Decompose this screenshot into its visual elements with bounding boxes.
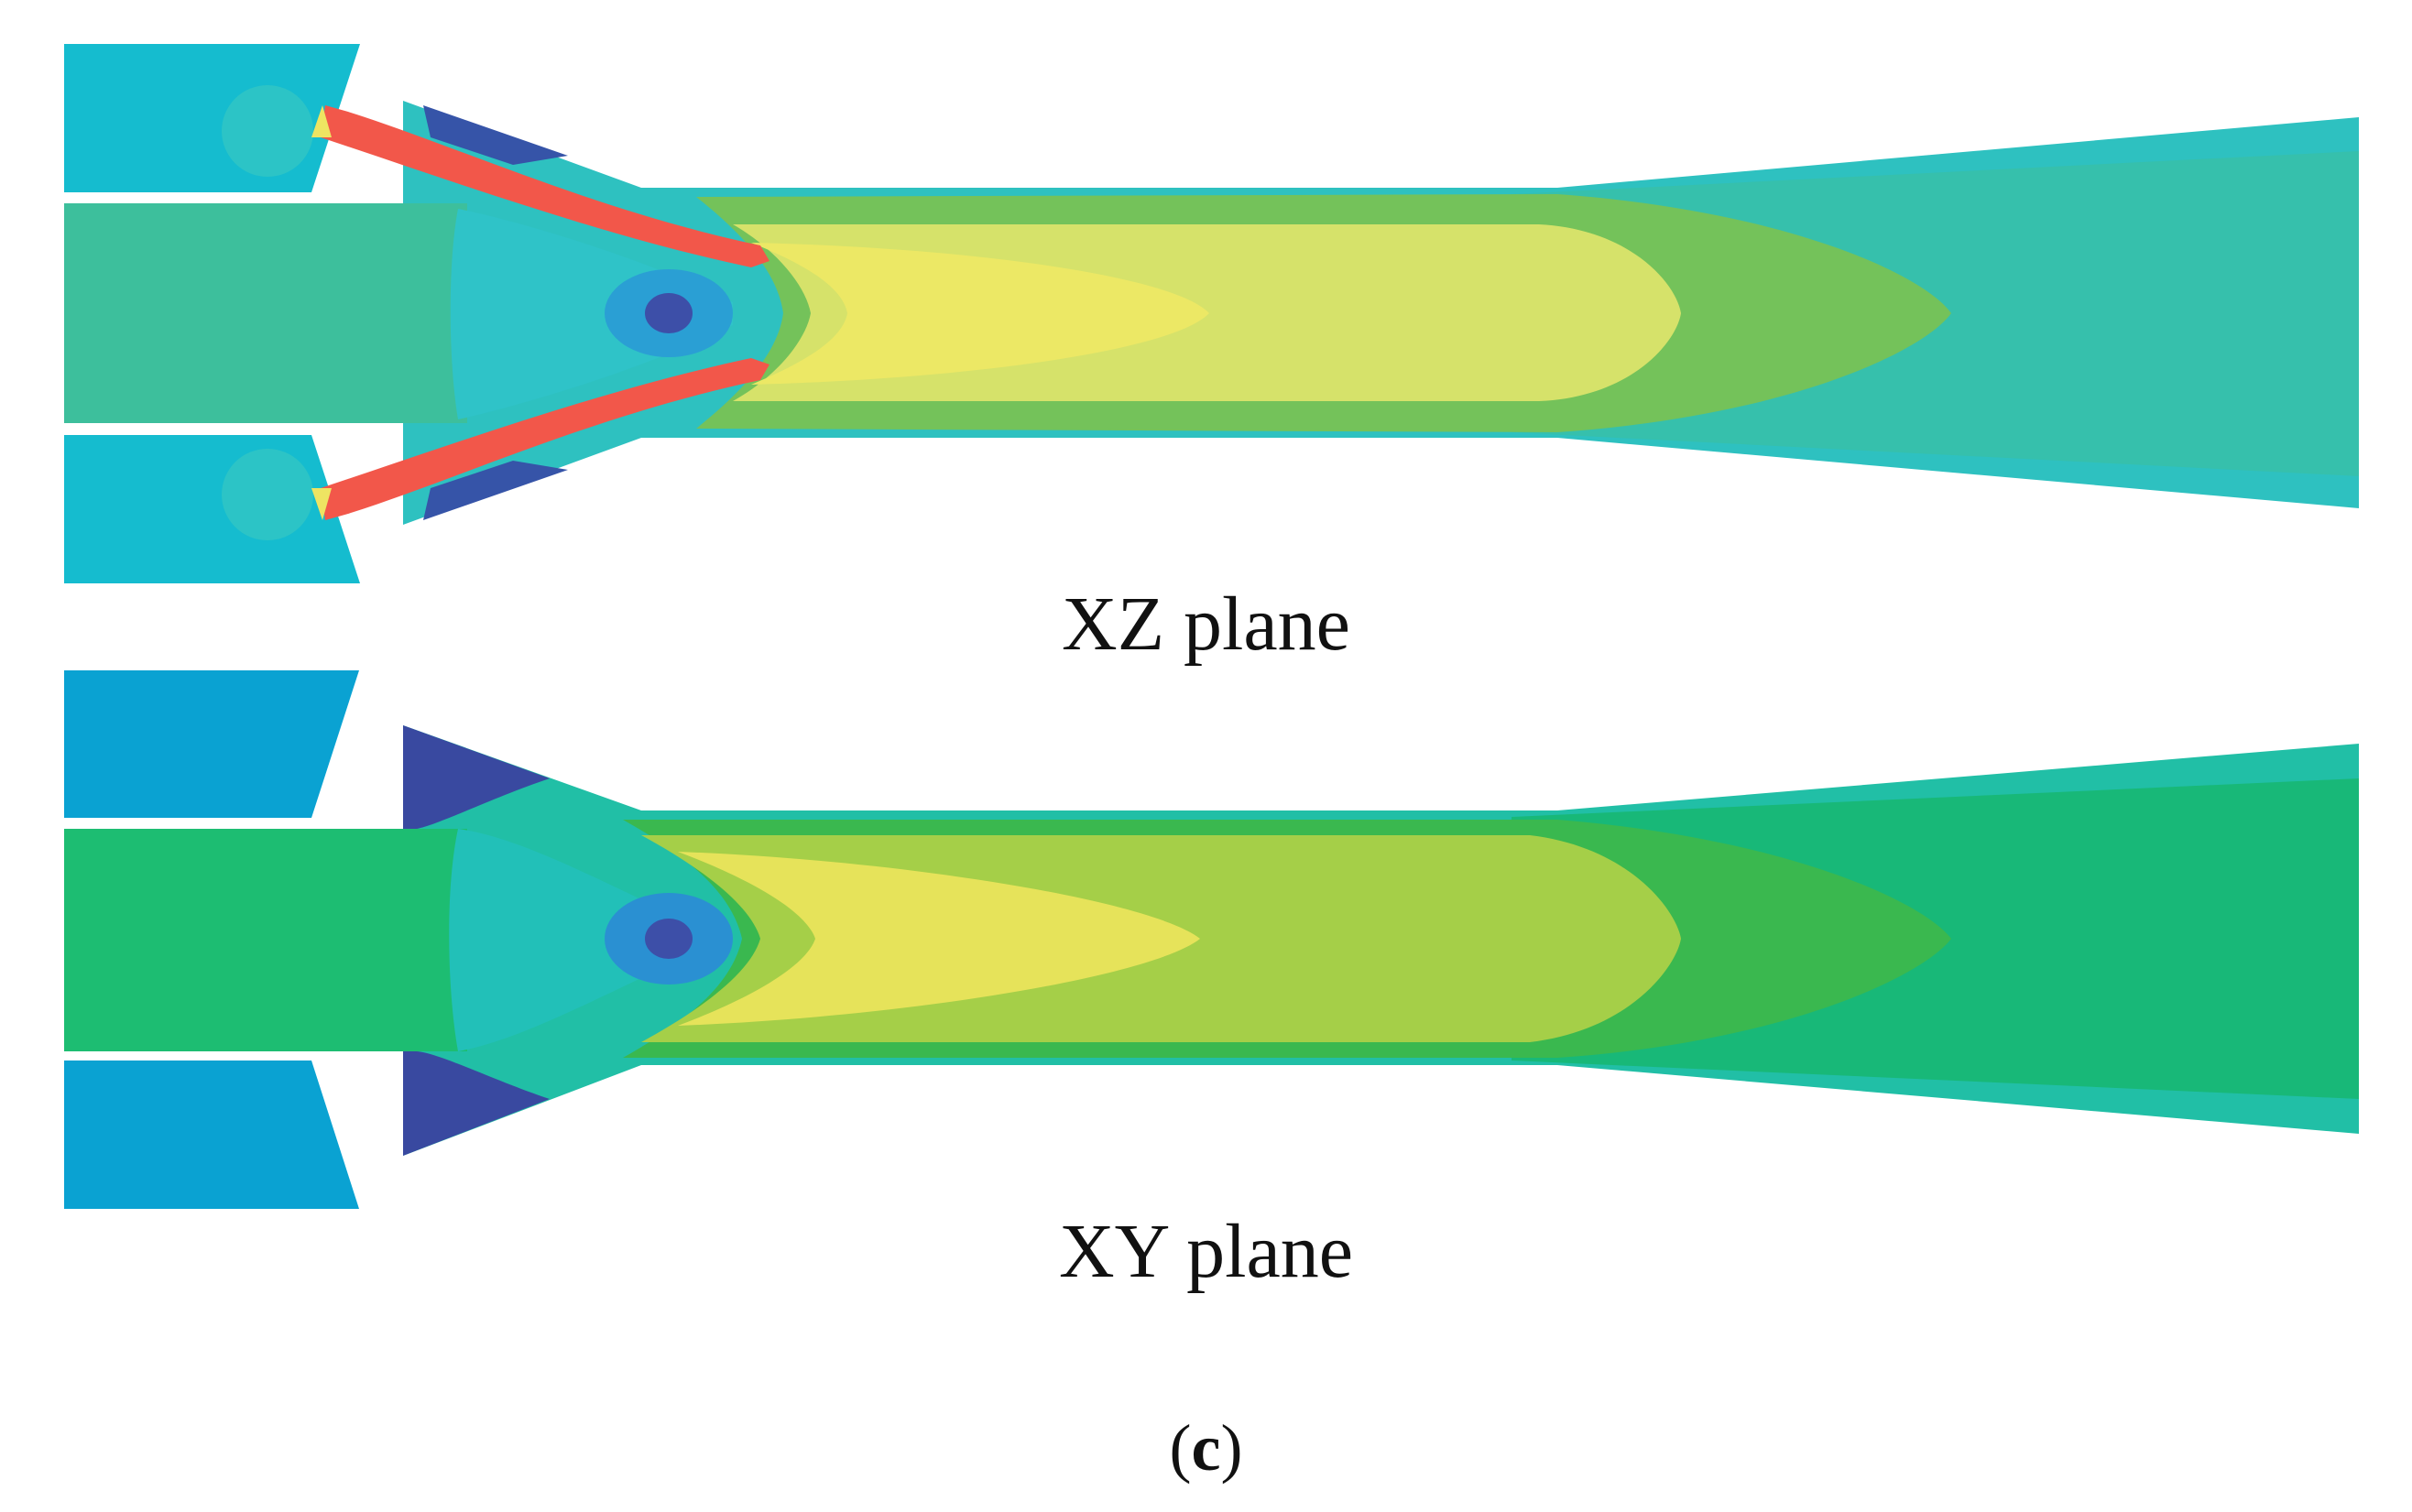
xy-upper-gap: [64, 818, 317, 829]
xy-upper-corner-vortex: [403, 725, 550, 829]
xz-lower-inlet-block: [64, 435, 360, 583]
xz-upper-inlet-swirl: [222, 85, 313, 177]
xy-central-pipe: [64, 829, 467, 1051]
xy-plane-contour: [64, 670, 2359, 1209]
xz-lower-inlet-swirl: [222, 449, 313, 540]
xz-lower-jet: [321, 358, 769, 520]
xz-upper-jet-edge: [311, 105, 332, 137]
xz-tip-zone: [751, 243, 1209, 385]
xy-lower-corner-vortex: [403, 1051, 550, 1156]
subfigure-letter: c: [1191, 1411, 1221, 1485]
xz-upper-corner-vortex: [423, 105, 568, 165]
xy-plane-label: XY plane: [1058, 1209, 1354, 1294]
xz-plane-contour: [64, 44, 2359, 583]
subfigure-open-paren: (: [1169, 1411, 1192, 1485]
xz-vortex-core: [645, 293, 693, 333]
xz-upper-jet: [321, 105, 769, 267]
xz-upper-inlet-block: [64, 44, 360, 192]
xy-cone-chamber: [449, 829, 696, 1051]
xz-cone-chamber: [450, 209, 733, 419]
xy-lower-gap: [64, 1051, 317, 1061]
xz-central-pipe: [64, 203, 467, 423]
xz-lower-corner-vortex: [423, 461, 568, 520]
xy-lower-inlet-block: [64, 1061, 359, 1209]
subfigure-label: (c): [0, 1415, 2412, 1481]
subfigure-close-paren: ): [1220, 1411, 1243, 1485]
xy-core-zone: [678, 852, 1200, 1026]
xy-upper-inlet-block: [64, 670, 359, 818]
xz-lower-jet-edge: [311, 488, 332, 520]
xz-lower-gap: [64, 423, 317, 435]
xz-upper-gap: [64, 192, 317, 203]
xz-plane-label: XZ plane: [1062, 582, 1350, 667]
xy-vortex-core: [645, 919, 693, 959]
